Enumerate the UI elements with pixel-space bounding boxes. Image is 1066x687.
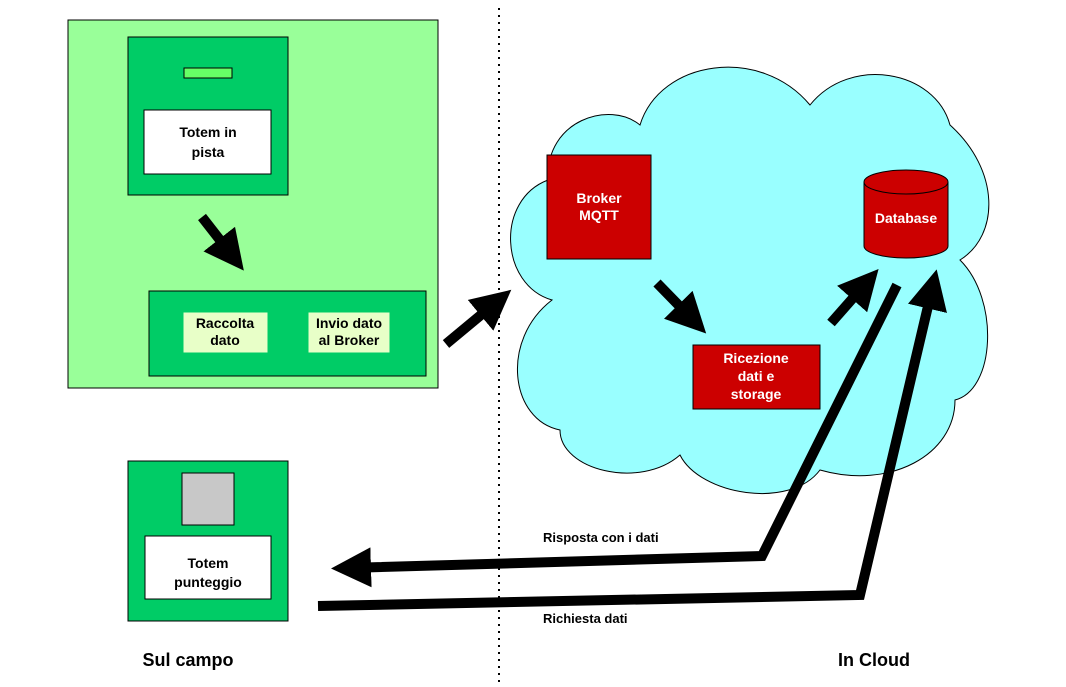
totem-pista-label-2: pista xyxy=(192,144,225,160)
arrow-broker-to-ricezione xyxy=(653,279,707,334)
totem-pista-node: Totem in pista xyxy=(127,36,289,196)
ricezione-label-3: storage xyxy=(731,386,782,402)
zone-label-sul-campo: Sul campo xyxy=(142,650,233,670)
totem-punteggio-label-1: Totem xyxy=(188,555,229,571)
arrow-totem-to-raccolta xyxy=(198,213,244,271)
arrow-ricezione-to-database xyxy=(827,268,879,327)
invio-node: Invio dato al Broker xyxy=(308,312,390,353)
edge-label-risposta: Risposta con i dati xyxy=(543,530,659,545)
zone-label-in-cloud: In Cloud xyxy=(838,650,910,670)
invio-label-2: al Broker xyxy=(319,332,380,348)
totem-led-indicator xyxy=(183,67,233,79)
cloud-shape xyxy=(510,66,990,494)
totem-pista-label-1: Totem in xyxy=(179,124,236,140)
broker-node: Broker MQTT xyxy=(546,154,652,260)
totem-punteggio-node: Totem punteggio xyxy=(127,460,289,622)
invio-label-1: Invio dato xyxy=(316,315,382,331)
totem-punteggio-label-2: punteggio xyxy=(174,574,242,590)
ricezione-label-2: dati e xyxy=(738,368,775,384)
database-node: Database xyxy=(863,169,949,259)
raccolta-label-2: dato xyxy=(210,332,240,348)
ricezione-label-1: Ricezione xyxy=(723,350,789,366)
arrow-richiesta xyxy=(317,269,947,611)
totem-display xyxy=(181,472,235,526)
arrow-invio-to-broker xyxy=(442,289,512,348)
broker-label-1: Broker xyxy=(576,190,622,206)
arrow-risposta xyxy=(331,282,902,588)
broker-label-2: MQTT xyxy=(579,207,619,223)
raccolta-label-1: Raccolta xyxy=(196,315,255,331)
edge-label-richiesta: Richiesta dati xyxy=(543,611,628,626)
raccolta-node: Raccolta dato xyxy=(183,312,268,353)
database-label: Database xyxy=(875,210,937,226)
ricezione-node: Ricezione dati e storage xyxy=(692,344,821,410)
